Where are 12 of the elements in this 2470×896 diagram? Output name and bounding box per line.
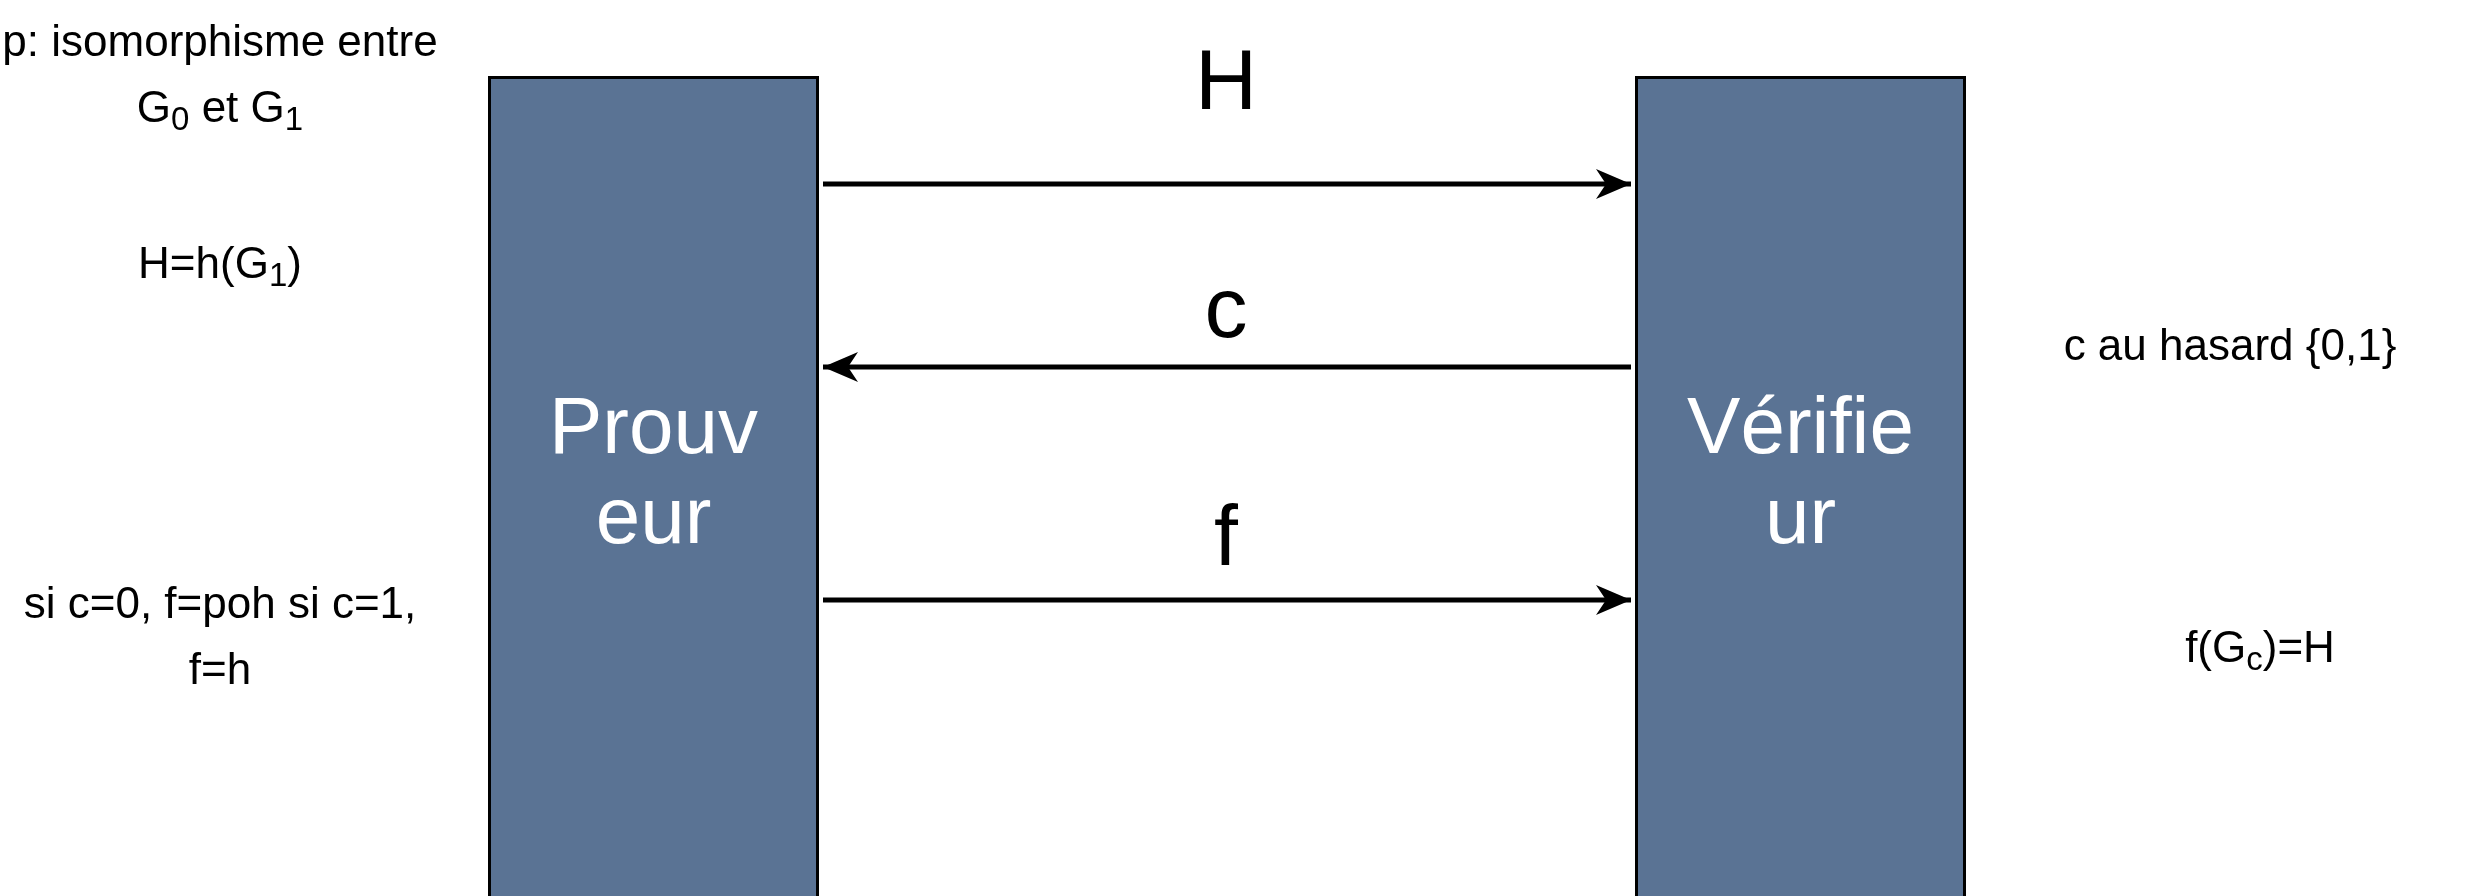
actor-box (488, 76, 819, 896)
annotation-text: f(G$_{c}$)=H (2184, 621, 2336, 680)
actor-name: Prouveur (548, 381, 759, 561)
arrow (823, 352, 1631, 382)
actor-box (1635, 76, 1966, 896)
annotation-text: H=h(G$_{1}$) (137, 237, 303, 296)
arrow (823, 169, 1631, 199)
actor-name: Vérifieur (1686, 381, 1915, 561)
arrow (823, 585, 1631, 615)
annotation-text: si c=0, f=poh si c=1, f=h (22, 577, 418, 695)
annotation-text: p: isomorphisme entre G$_{0}$ et G$_{1}$ (1, 15, 439, 140)
annotation-text: c au hasard {0,1} (2062, 319, 2398, 371)
